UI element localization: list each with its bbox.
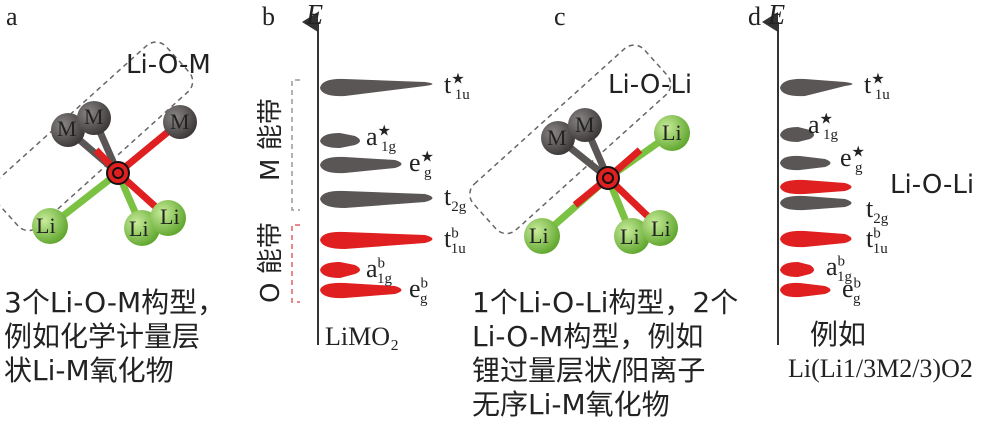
lithium-atom bbox=[642, 210, 678, 246]
level-a1g-b bbox=[320, 262, 360, 278]
panel-letter-c: c bbox=[554, 2, 566, 31]
atom-label-li: Li bbox=[651, 216, 671, 241]
panel-a-caption: 3个Li-O-M构型， 例如化学计量层 状Li-M氧化物 bbox=[4, 286, 226, 387]
oxygen-core bbox=[112, 167, 124, 179]
atom-label-li: Li bbox=[620, 224, 640, 249]
level-label-eg-star: e★g bbox=[409, 148, 434, 182]
panel-letter-b: b bbox=[262, 2, 275, 31]
panel-d-compound: Li(Li1/3M2/3)O2 bbox=[788, 354, 973, 383]
level-label-a1g-star: a★1g bbox=[366, 122, 396, 156]
atom-label-m: M bbox=[57, 116, 77, 141]
level-a1g-b bbox=[780, 262, 814, 277]
atom-label-li: Li bbox=[129, 216, 149, 241]
o-band-label: O 能带 bbox=[256, 222, 286, 303]
metal-atom bbox=[541, 121, 575, 155]
metal-atom bbox=[51, 113, 85, 147]
energy-axis-label: E bbox=[768, 0, 786, 31]
panel-b-energy-diagram bbox=[291, 12, 433, 345]
panel-c-caption: 1个Li-O-Li构型，2个 Li-O-M构型，例如 锂过量层状/阳离子 无序L… bbox=[472, 286, 739, 421]
atom-label-m: M bbox=[84, 104, 104, 129]
level-label-a1g-star: a★1g bbox=[808, 110, 838, 144]
o-band-bracket bbox=[291, 224, 300, 303]
lithium-atom bbox=[614, 218, 650, 254]
lithium-atom bbox=[32, 208, 68, 244]
atom-label-m: M bbox=[547, 125, 567, 150]
lithium-atom bbox=[150, 200, 186, 236]
level-eg-b bbox=[320, 282, 402, 299]
level-label-eg-star: e★g bbox=[840, 143, 865, 177]
metal-atom bbox=[568, 108, 602, 142]
level-eg-b bbox=[780, 282, 831, 298]
atom-label-m: M bbox=[575, 112, 595, 137]
level-li-o-li bbox=[780, 179, 852, 195]
level-label-t1u-star: t★1u bbox=[444, 70, 470, 104]
li-o-li-state-label: Li-O-Li bbox=[890, 170, 975, 200]
panel-letter-a: a bbox=[6, 2, 18, 31]
panel-a-title: Li-O-M bbox=[126, 50, 211, 80]
lithium-atom bbox=[654, 115, 690, 151]
level-label-t2g: t2g bbox=[866, 194, 889, 228]
panel-a-molecule bbox=[0, 41, 197, 246]
level-a1g-star bbox=[780, 127, 814, 142]
level-label-t1u-star: t★1u bbox=[864, 70, 890, 104]
panel-d-energy-diagram bbox=[762, 12, 853, 345]
atom-label-li: Li bbox=[160, 204, 180, 229]
level-label-t2g: t2g bbox=[444, 182, 467, 216]
level-t1u-star bbox=[320, 78, 433, 97]
panel-c-title: Li-O-Li bbox=[608, 70, 693, 100]
panel-letter-d: d bbox=[748, 2, 761, 31]
oxygen-atom bbox=[596, 166, 620, 190]
level-t1u-b bbox=[320, 231, 433, 249]
level-label-t1u-b: tb1u bbox=[866, 224, 888, 258]
level-eg-star bbox=[320, 156, 402, 174]
level-label-eg-b: ebg bbox=[842, 274, 862, 308]
metal-atom bbox=[163, 105, 197, 139]
panel-d-example-label: 例如 bbox=[810, 318, 867, 351]
level-label-t1u-b: tb1u bbox=[444, 224, 466, 258]
level-a1g-star bbox=[320, 133, 360, 148]
panel-b-compound: LiMO₂ bbox=[325, 322, 400, 351]
energy-axis-label: E bbox=[306, 0, 324, 31]
m-band-bracket bbox=[291, 79, 300, 211]
atom-label-li: Li bbox=[36, 213, 56, 238]
level-t1u-b bbox=[780, 230, 852, 248]
level-t1u-star bbox=[780, 78, 853, 97]
metal-atom bbox=[77, 101, 111, 135]
level-eg-star bbox=[780, 155, 831, 171]
level-label-eg-b: ebg bbox=[409, 274, 429, 308]
panel-c-molecule bbox=[469, 44, 690, 254]
atom-label-li: Li bbox=[662, 120, 682, 145]
oxygen-core bbox=[602, 172, 614, 184]
atom-label-m: M bbox=[170, 109, 190, 134]
level-label-a1g-b: ab1g bbox=[826, 252, 853, 286]
level-t2g bbox=[320, 190, 433, 208]
oxygen-atom bbox=[106, 161, 130, 185]
level-label-a1g-b: ab1g bbox=[366, 254, 393, 288]
level-t2g bbox=[780, 195, 852, 211]
lithium-atom bbox=[524, 218, 560, 254]
m-band-label: M 能带 bbox=[256, 98, 286, 181]
atom-label-li: Li bbox=[529, 223, 549, 248]
